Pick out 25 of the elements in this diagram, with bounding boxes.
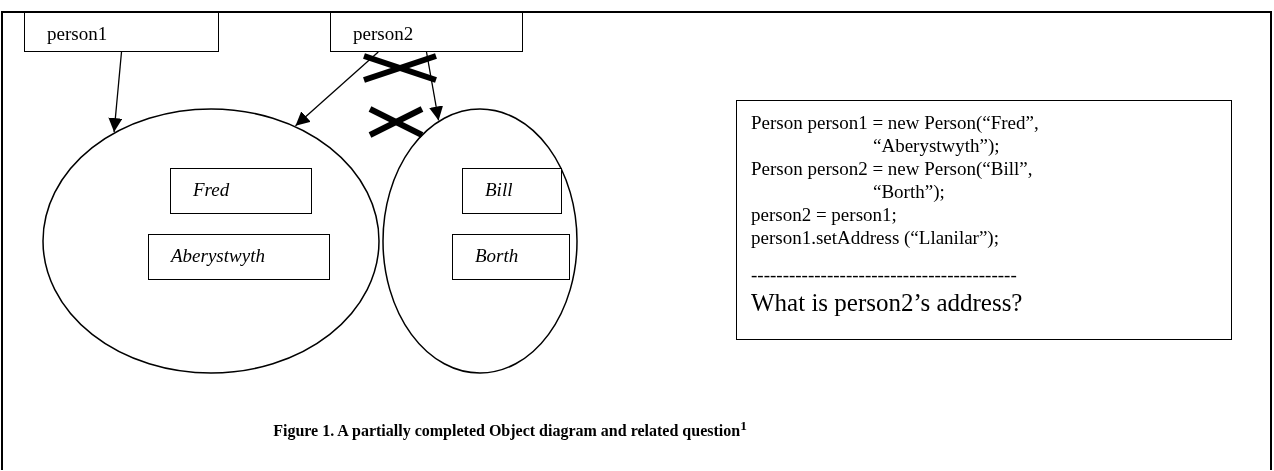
code-line: person1.setAddress (“Llanilar”);: [751, 226, 1000, 249]
field-value: Bill: [485, 179, 513, 201]
field-value: Aberystwyth: [171, 245, 265, 267]
code-line: Person person2 = new Person(“Bill”, “Borth”);: [751, 157, 1034, 203]
code-panel: [736, 100, 1232, 340]
variable-box: [24, 12, 219, 52]
code-line: Person person1 = new Person(“Fred”, “Aberystwyth”);: [751, 111, 1040, 157]
field-box: [452, 234, 570, 280]
object-ellipse: [382, 108, 578, 374]
figure-caption: Figure 1. A partially completed Object diagram and related question$^{1}$: [272, 418, 748, 441]
question-text: What is person2’s address?: [751, 288, 1024, 318]
field-value: Borth: [475, 245, 519, 267]
separator-line: ------------------------------------------: [751, 263, 1018, 286]
field-box: [462, 168, 562, 214]
variable-name: person2: [353, 23, 414, 45]
variable-name: person1: [47, 23, 108, 45]
field-value: Fred: [193, 179, 230, 201]
field-box: [148, 234, 330, 280]
field-box: [170, 168, 312, 214]
arrow: [108, 51, 123, 133]
code-line: person2 = person1;: [751, 203, 898, 226]
arrow: [294, 51, 379, 127]
arrow: [425, 51, 444, 122]
variable-box: [330, 12, 523, 52]
object-ellipse: [42, 108, 380, 374]
